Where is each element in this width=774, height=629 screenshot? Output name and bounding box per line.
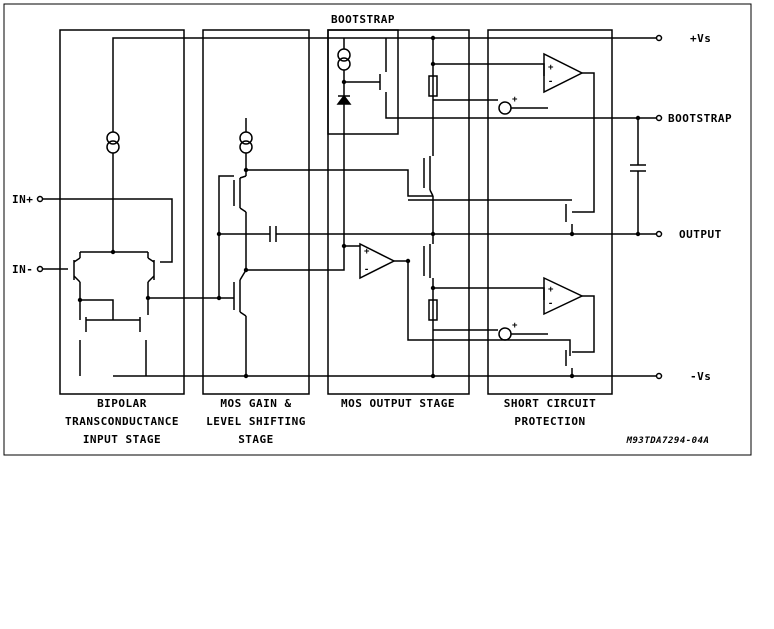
opamp-upper-plus: + (548, 63, 554, 73)
opamp-upper-minus: - (548, 77, 554, 87)
bipolar-label-line1: BIPOLAR (97, 397, 147, 410)
in-pos-route (60, 198, 173, 263)
in-neg-label: IN- (12, 263, 33, 276)
in-pos-terminal (36, 195, 44, 203)
vs-pos-rail (112, 37, 659, 132)
vs-neg-terminal (655, 372, 663, 380)
short-circuit-label-line2: PROTECTION (514, 415, 585, 428)
bipolar-current-source (106, 131, 120, 145)
reference-code: M93TDA7294-04A (626, 436, 710, 446)
bootstrap-terminal-label: BOOTSTRAP (668, 112, 732, 125)
mos-gain-stage-box (202, 29, 310, 395)
vs-pos-label: +Vs (690, 32, 711, 45)
mos-gain-label-line1: MOS GAIN & (220, 397, 291, 410)
current-source-upper-plus: + (512, 95, 518, 105)
mos-gain-label-line3: STAGE (238, 433, 274, 446)
bootstrap-block-label: BOOTSTRAP (331, 13, 395, 26)
vs-neg-label: -Vs (690, 370, 711, 383)
short-circuit-label-line1: SHORT CIRCUIT (504, 397, 597, 410)
bipolar-label-line2: TRANSCONDUCTANCE (65, 415, 179, 428)
output-terminal (655, 230, 663, 238)
mos-gain-label-line2: LEVEL SHIFTING (206, 415, 306, 428)
opamp-lower-minus: - (548, 299, 554, 309)
diagram-frame (3, 3, 752, 456)
vs-pos-terminal (655, 34, 663, 42)
driver-opamp (359, 242, 396, 280)
protection-opamp-lower (543, 276, 584, 316)
protection-opamp-upper (543, 52, 584, 94)
output-label: OUTPUT (679, 228, 722, 241)
bipolar-stage-box (59, 29, 185, 395)
in-neg-terminal (36, 265, 44, 273)
in-pos-label: IN+ (12, 193, 33, 206)
driver-opamp-minus: - (364, 265, 370, 275)
bipolar-label-line3: INPUT STAGE (83, 433, 161, 446)
mos-output-label: MOS OUTPUT STAGE (341, 397, 455, 410)
driver-opamp-plus: + (364, 247, 370, 257)
short-circuit-stage-box (487, 29, 613, 395)
current-source-lower-plus: + (512, 321, 518, 331)
opamp-lower-plus: + (548, 285, 554, 295)
bootstrap-terminal (655, 114, 663, 122)
bootstrap-box (327, 29, 399, 135)
